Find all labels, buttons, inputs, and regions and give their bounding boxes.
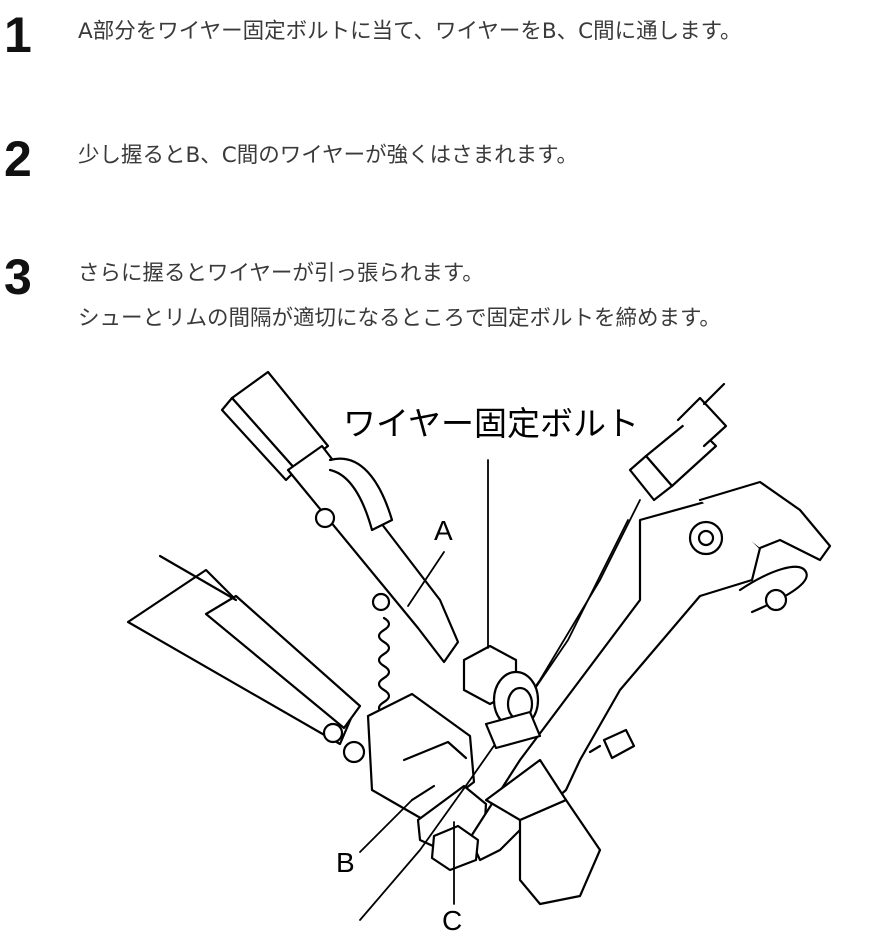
a-leader-line bbox=[407, 551, 445, 607]
step-1-text: A部分をワイヤー固定ボルトに当て、ワイヤーをB、C間に通します。 bbox=[78, 19, 742, 44]
b-leader-line bbox=[359, 799, 413, 853]
lower-handle-grip bbox=[204, 594, 362, 730]
upper-arm bbox=[286, 444, 460, 664]
label-a: A bbox=[434, 515, 453, 546]
pivot-hole-lower bbox=[322, 722, 344, 744]
step-3-text-line-2: シューとリムの間隔が適切になるところで固定ボルトを締めます。 bbox=[78, 306, 721, 331]
step-2-text: 少し握るとB、C間のワイヤーが強くはさまれます。 bbox=[78, 143, 578, 168]
label-b: B bbox=[336, 847, 355, 878]
step-2-number: 2 bbox=[4, 131, 32, 187]
label-wire-fixing-bolt: ワイヤー固定ボルト bbox=[343, 404, 640, 443]
step-3-number: 3 bbox=[4, 249, 32, 305]
pivot-hole-mid bbox=[371, 592, 391, 612]
lower-handle bbox=[126, 568, 354, 746]
label-c: C bbox=[442, 905, 463, 936]
step-3-text-line-1: さらに握るとワイヤーが引っ張られます。 bbox=[78, 261, 484, 286]
jaw-b bbox=[366, 692, 476, 822]
step-1-number: 1 bbox=[4, 7, 32, 63]
brake-tool-illustration bbox=[126, 370, 832, 921]
upper-handle-grip bbox=[220, 396, 298, 482]
pivot-hole-upper bbox=[314, 507, 336, 529]
bottom-bolt bbox=[430, 824, 480, 872]
